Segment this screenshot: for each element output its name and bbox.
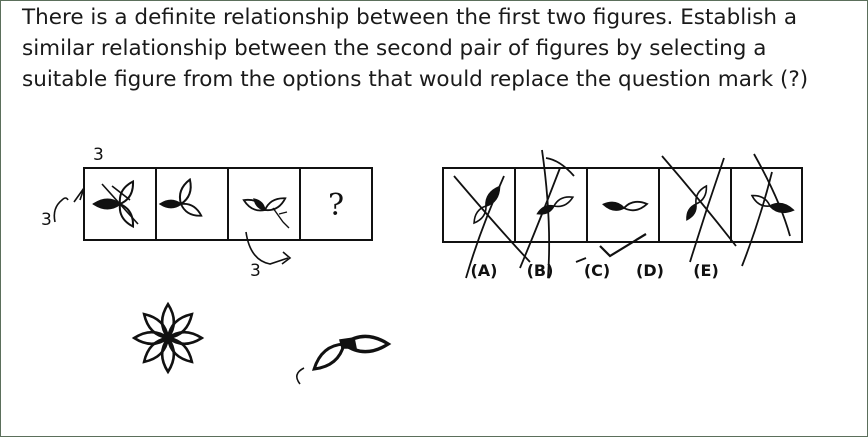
answer-figures-border <box>442 167 803 243</box>
strike-b-3 <box>545 157 575 177</box>
rotation-arrow-left <box>53 197 69 223</box>
answer-figures: (A) (B) (C) (D) (E) <box>442 167 803 280</box>
option-label-e: (E) <box>693 261 719 280</box>
answer-figure-d[interactable] <box>683 183 711 223</box>
strike-c-mark <box>575 257 587 263</box>
question-line-1: There is a definite relationship between… <box>22 5 798 30</box>
handwritten-annotations: 3 3 3 <box>41 145 292 281</box>
option-label-d: (D) <box>636 261 664 280</box>
problem-figures: ? <box>83 167 373 241</box>
question-line-2: similar relationship between the second … <box>22 36 767 61</box>
annotation-count-top: 3 <box>93 145 104 165</box>
scratch-sketch-leaves <box>296 334 390 385</box>
annotation-count-left: 3 <box>41 210 52 230</box>
option-label-c: (C) <box>584 261 610 280</box>
strike-e-2 <box>741 171 773 267</box>
strike-d-1 <box>661 155 737 247</box>
strike-e-1 <box>753 153 791 237</box>
option-label-a: (A) <box>470 261 497 280</box>
strike-d-2 <box>689 157 725 263</box>
annotation-count-bottom: 3 <box>250 261 261 281</box>
unknown-figure-mark: ? <box>328 188 344 223</box>
problem-figure-3 <box>241 193 290 229</box>
problem-figure-2 <box>159 177 205 221</box>
problem-figure-1 <box>93 178 139 230</box>
answer-figure-e[interactable] <box>749 191 795 215</box>
strike-a-2 <box>465 175 505 279</box>
strike-a-1 <box>453 175 531 263</box>
elimination-marks <box>453 149 791 279</box>
question-text: There is a definite relationship between… <box>22 2 852 95</box>
rotation-arrow-bottom <box>245 231 292 265</box>
strike-b-1 <box>541 149 551 279</box>
scratch-sketch-flower <box>132 302 204 374</box>
check-mark-icon <box>599 233 647 258</box>
option-label-b: (B) <box>527 261 554 280</box>
answer-figure-c[interactable] <box>602 199 649 213</box>
question-line-3: suitable figure from the options that wo… <box>22 67 809 92</box>
strike-b-2 <box>519 167 561 269</box>
